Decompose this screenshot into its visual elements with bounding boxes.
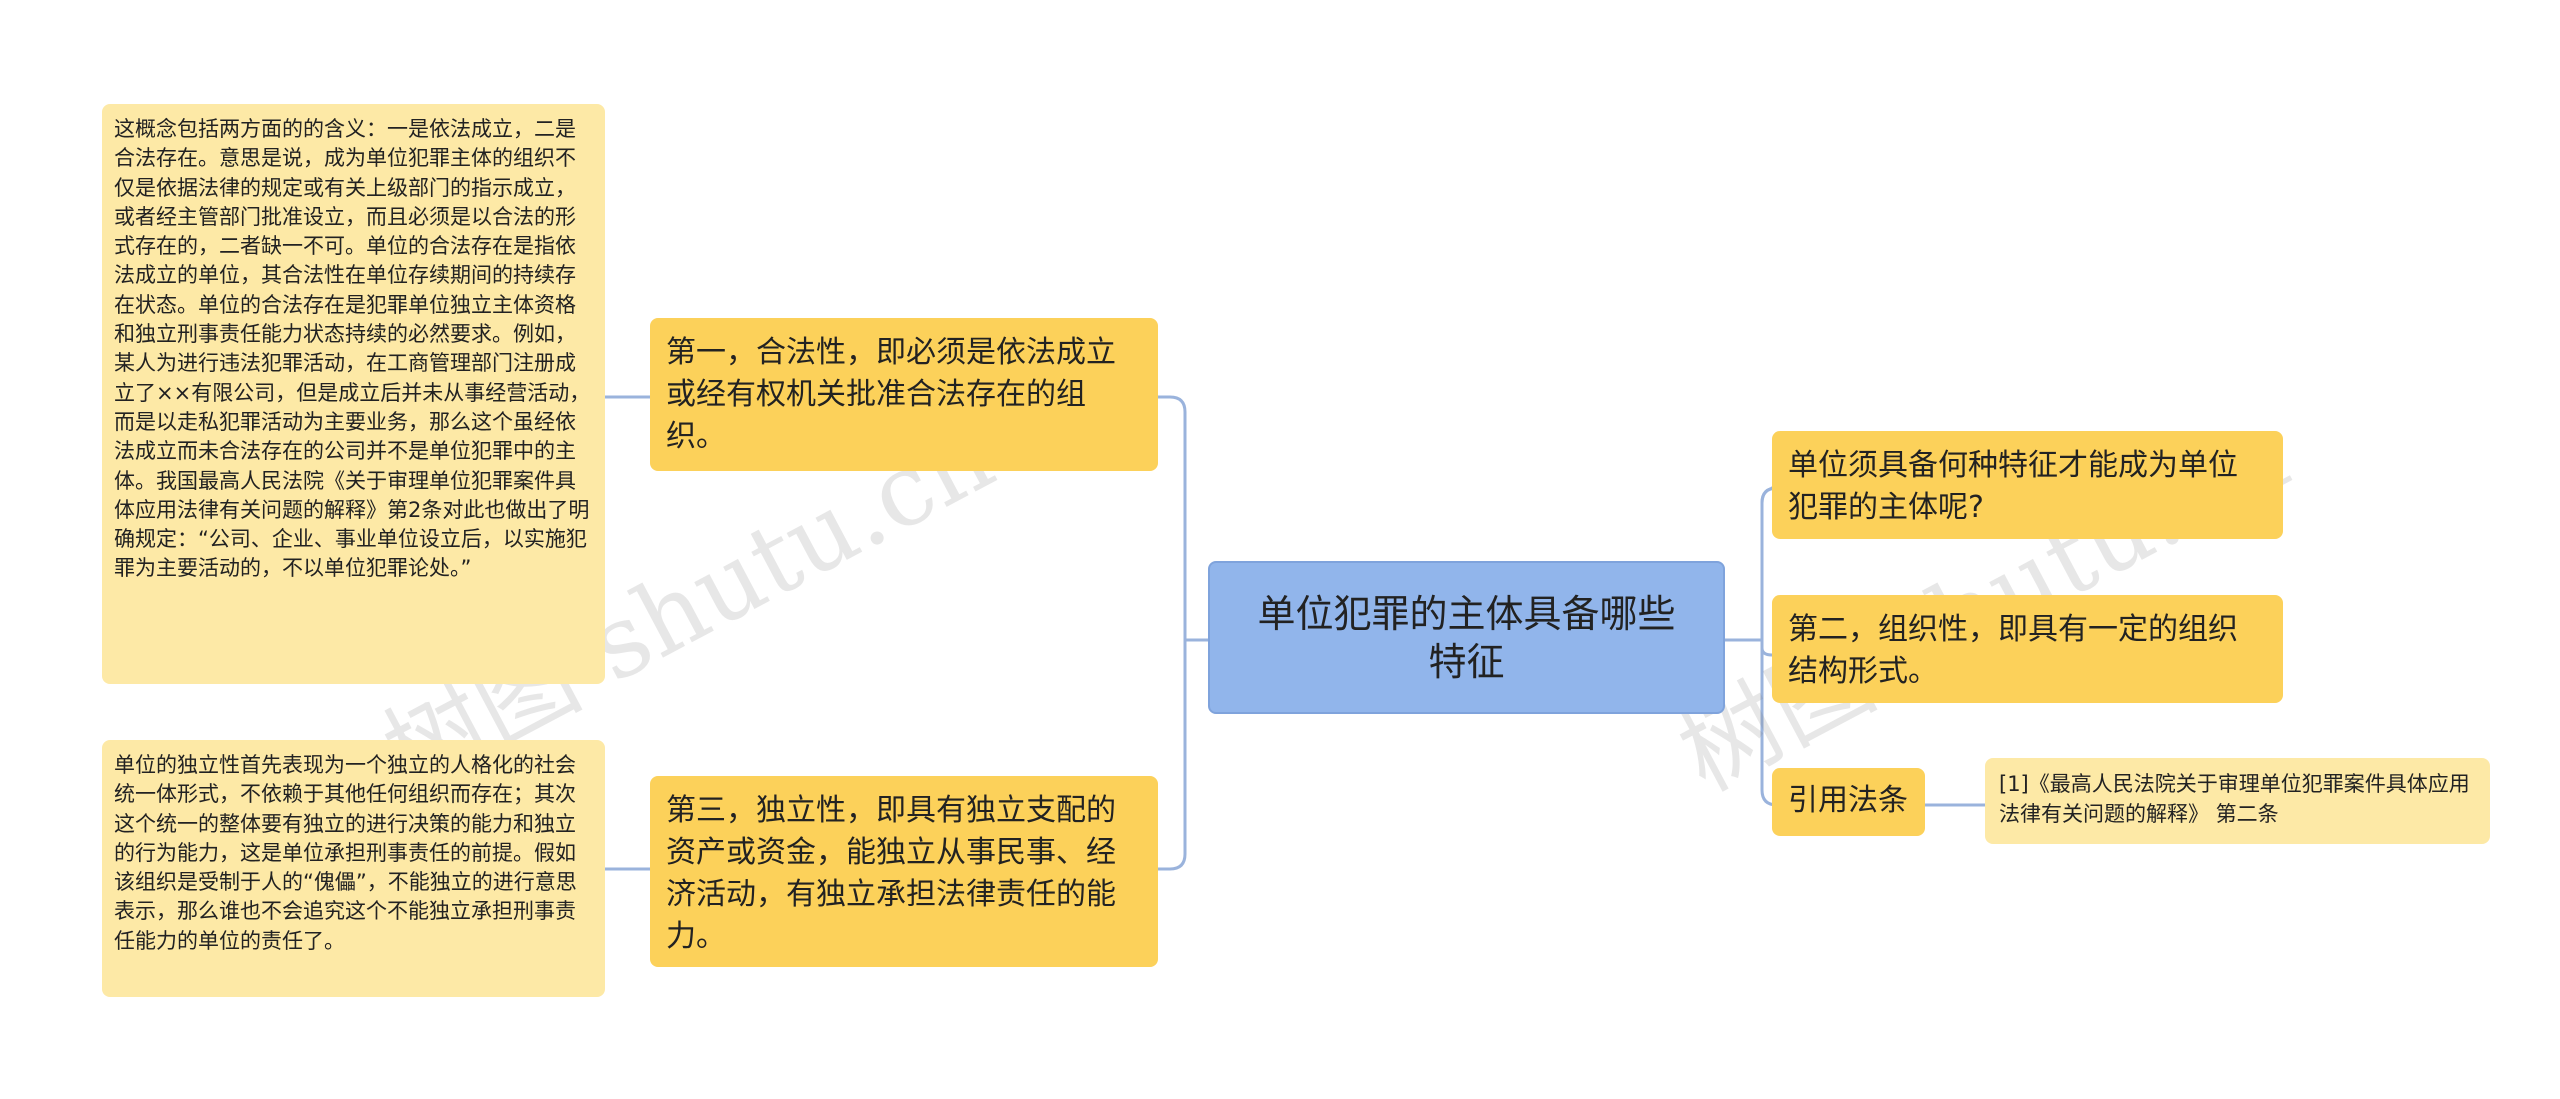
root-node[interactable]: 单位犯罪的主体具备哪些特征 [1208, 561, 1725, 714]
right-branch-citation[interactable]: 引用法条 [1772, 768, 1925, 836]
left-branch-legality-text: 第一，合法性，即必须是依法成立或经有权机关批准合法存在的组织。 [666, 335, 1116, 454]
note-citation-text: [1]《最高人民法院关于审理单位犯罪案件具体应用法律有关问题的解释》 第二条 [1999, 772, 2470, 826]
right-branch-citation-text: 引用法条 [1788, 783, 1908, 818]
link-left-branch-2 [1156, 638, 1187, 871]
note-independence-detail[interactable]: 单位的独立性首先表现为一个独立的人格化的社会统一体形式，不依赖于其他任何组织而存… [102, 740, 605, 997]
left-branch-independence-text: 第三，独立性，即具有独立支配的资产或资金，能独立从事民事、经济活动，有独立承担法… [666, 793, 1116, 954]
note-citation[interactable]: [1]《最高人民法院关于审理单位犯罪案件具体应用法律有关问题的解释》 第二条 [1985, 758, 2490, 844]
link-left-branch-1 [1156, 395, 1187, 642]
note-legality-detail[interactable]: 这概念包括两方面的的含义：一是依法成立，二是合法存在。意思是说，成为单位犯罪主体… [102, 104, 605, 684]
left-branch-legality[interactable]: 第一，合法性，即必须是依法成立或经有权机关批准合法存在的组织。 [650, 318, 1158, 471]
note-independence-detail-text: 单位的独立性首先表现为一个独立的人格化的社会统一体形式，不依赖于其他任何组织而存… [114, 753, 577, 953]
left-branch-independence[interactable]: 第三，独立性，即具有独立支配的资产或资金，能独立从事民事、经济活动，有独立承担法… [650, 776, 1158, 967]
right-branch-organization-text: 第二，组织性，即具有一定的组织结构形式。 [1788, 612, 2238, 689]
right-branch-question-text: 单位须具备何种特征才能成为单位犯罪的主体呢? [1788, 448, 2238, 525]
right-branch-question[interactable]: 单位须具备何种特征才能成为单位犯罪的主体呢? [1772, 431, 2283, 539]
note-legality-detail-text: 这概念包括两方面的的含义：一是依法成立，二是合法存在。意思是说，成为单位犯罪主体… [114, 117, 591, 581]
root-title: 单位犯罪的主体具备哪些特征 [1257, 591, 1676, 684]
right-branch-organization[interactable]: 第二，组织性，即具有一定的组织结构形式。 [1772, 595, 2283, 703]
